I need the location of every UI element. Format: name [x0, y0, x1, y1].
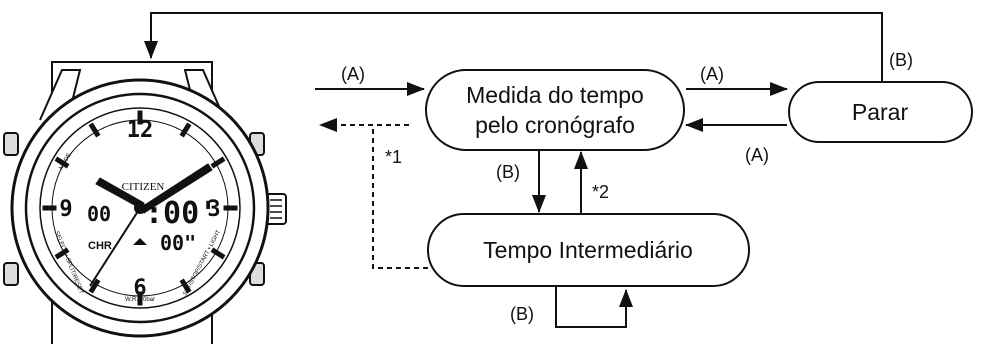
- pusher-bottom-left: [3, 262, 19, 286]
- label-a-from-stop: (A): [745, 145, 769, 165]
- node-chronograph: [425, 69, 685, 151]
- second-hand: [89, 207, 141, 287]
- watch-illustration: 12 3 6 9 CITIZEN MODE SELECT • SPLIT/RES…: [3, 61, 287, 344]
- hour-marker-9: 9: [59, 197, 72, 222]
- mode-indicator: CHR: [88, 240, 112, 252]
- hour-marker-3: 3: [207, 197, 220, 222]
- node-chronograph-line2: pelo cronógrafo: [475, 112, 635, 138]
- eco-drive-icon: [133, 238, 147, 245]
- label-a-to-stop: (A): [700, 64, 724, 84]
- label-b-stop: (B): [889, 50, 913, 70]
- node-split: [427, 213, 750, 287]
- node-split-label: Tempo Intermediário: [483, 237, 693, 263]
- node-chronograph-line1: Medida do tempo: [466, 82, 644, 108]
- hour-tick-marks: [42, 110, 238, 306]
- watch-water-resist: W.R. 10bar: [125, 297, 155, 303]
- hand-pivot: [134, 202, 146, 214]
- digital-left: 00: [87, 202, 111, 226]
- label-note-2: *2: [592, 182, 609, 202]
- label-b-loop: (B): [510, 304, 534, 324]
- label-note-1: *1: [385, 147, 402, 167]
- arrow-stop-to-watch: [144, 12, 883, 82]
- arrow-split-loop: [555, 286, 633, 328]
- node-stop: [788, 81, 973, 143]
- node-stop-label: Parar: [852, 99, 909, 125]
- label-b-down: (B): [496, 162, 520, 182]
- hour-marker-12: 12: [127, 118, 154, 143]
- watch-brand: CITIZEN: [122, 181, 165, 193]
- label-a-entry: (A): [341, 64, 365, 84]
- dashed-split-to-exit: [372, 125, 428, 269]
- pusher-top-left: [3, 132, 19, 156]
- hour-marker-6: 6: [133, 276, 146, 301]
- digital-seconds: 00": [160, 231, 196, 255]
